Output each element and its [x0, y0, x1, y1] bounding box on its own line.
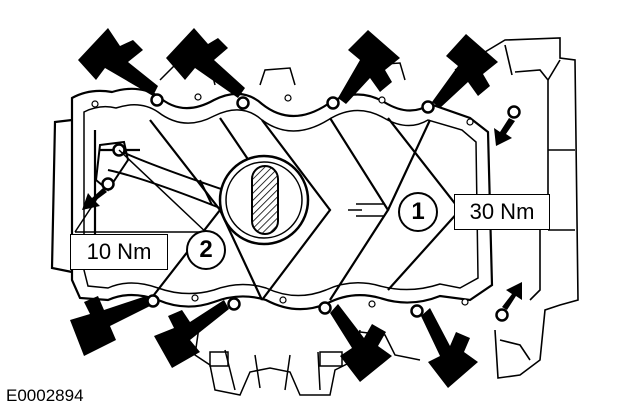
arrow-icon [154, 300, 229, 368]
oil-strainer [218, 154, 310, 246]
torque-label-10nm: 10 Nm [70, 234, 168, 270]
crankshaft-lower [194, 319, 421, 396]
arrow-icon [166, 28, 245, 98]
callout-number-2: 2 [186, 230, 226, 270]
flange-holes [91, 93, 474, 308]
leader-lines-10nm [74, 149, 211, 237]
arrow-icon [78, 28, 158, 96]
bolt-head [227, 297, 241, 311]
arrow-icon [421, 308, 478, 388]
arrow-icon [502, 282, 522, 310]
bolt-head [150, 93, 164, 107]
bolt-head [326, 96, 340, 110]
bolt-head [318, 301, 332, 315]
callout-number-1: 1 [398, 192, 438, 232]
arrow-icon [330, 304, 392, 382]
figure-id: E0002894 [6, 386, 84, 405]
arrow-icon [70, 296, 150, 356]
arrow-icon [494, 118, 515, 146]
engine-block-right [454, 37, 579, 379]
bolt-head [236, 96, 250, 110]
bolt-head [421, 100, 435, 114]
bolt-head [101, 177, 115, 191]
arrows-top-bolts [78, 28, 498, 108]
bolt-head [495, 308, 509, 322]
arrows-bottom-bolts [70, 296, 478, 388]
arrow-icon [338, 30, 400, 104]
leader-dashes-30nm [348, 203, 384, 217]
bolt-heads [101, 93, 521, 322]
arrow-icon [432, 34, 498, 108]
bolt-head [507, 105, 521, 119]
bolt-head [410, 304, 424, 318]
torque-label-30nm: 30 Nm [454, 194, 550, 230]
